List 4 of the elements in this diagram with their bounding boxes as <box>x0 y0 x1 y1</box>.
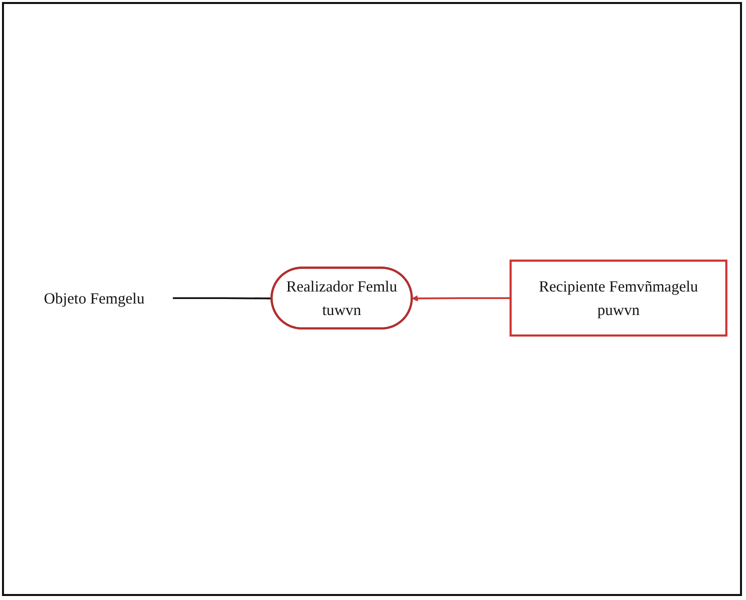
connector <box>172 297 272 300</box>
arrow <box>412 295 511 302</box>
node-text: Objeto Femgelu <box>44 289 144 307</box>
node-box: Recipiente Femvñmagelu puwvn <box>510 260 728 336</box>
